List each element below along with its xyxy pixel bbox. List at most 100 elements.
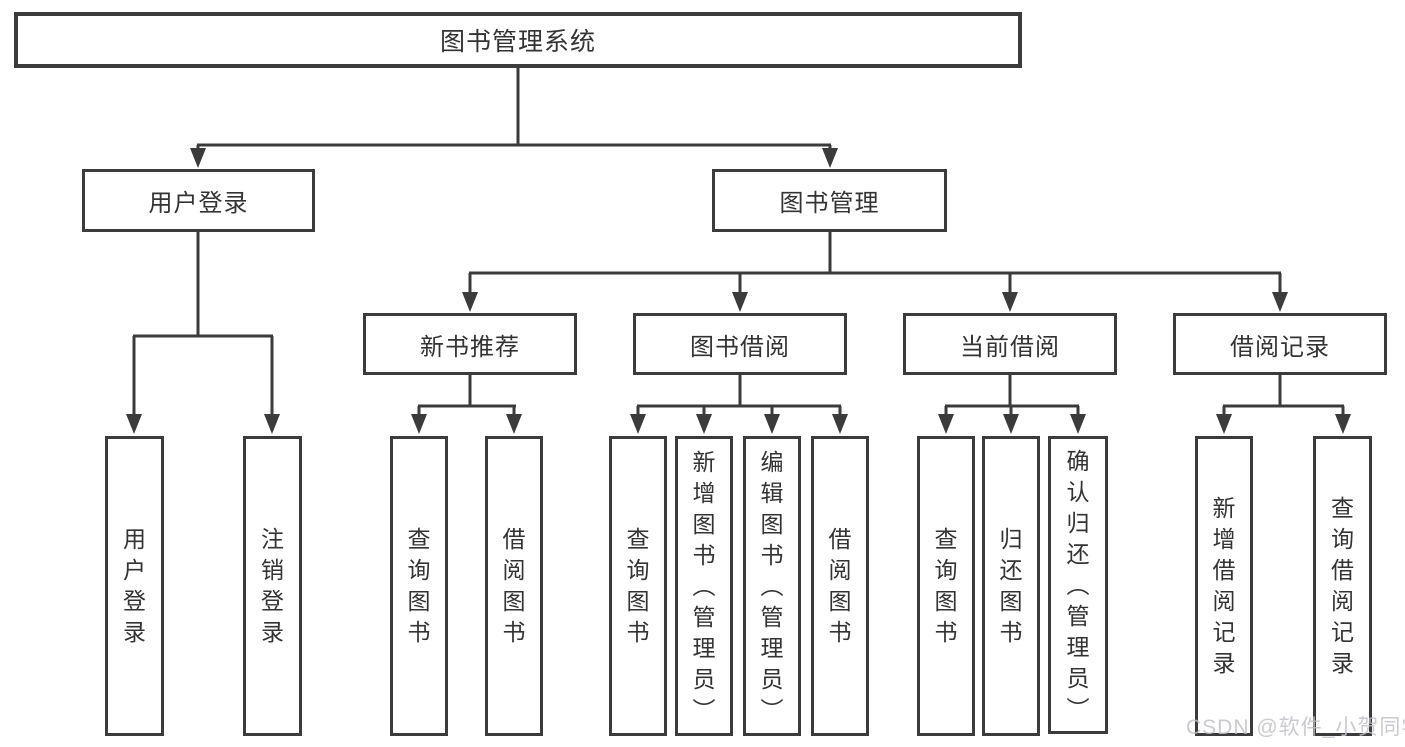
vertical-char: ︶ bbox=[1066, 695, 1090, 722]
leaf-add-borrow-record: 新增借阅记录 bbox=[1195, 436, 1253, 736]
leaf-query-borrow-record: 查询借阅记录 bbox=[1313, 436, 1372, 736]
vertical-char: 查 bbox=[626, 526, 650, 552]
vertical-char: 书 bbox=[760, 541, 784, 568]
node-label: 新增借阅记录 bbox=[1213, 493, 1236, 679]
vertical-char: 图 bbox=[626, 588, 650, 614]
node-label: 确认归还 ︵ 管理员 ︶ bbox=[1067, 446, 1090, 725]
leaf-borrow-books: 借阅图书 bbox=[811, 436, 869, 736]
vertical-char: 借 bbox=[1331, 557, 1354, 583]
leaf-user-login: 用户登录 bbox=[105, 436, 164, 736]
vertical-char: 书 bbox=[502, 619, 526, 645]
vertical-char: 记 bbox=[1331, 619, 1354, 645]
vertical-char: 借 bbox=[828, 526, 852, 552]
leaf-logout: 注销登录 bbox=[243, 436, 302, 736]
vertical-char: 还 bbox=[999, 557, 1023, 583]
vertical-char: 阅 bbox=[828, 557, 852, 583]
vertical-char: ︵ bbox=[1066, 571, 1090, 598]
vertical-char: 书 bbox=[934, 619, 958, 645]
node-library-management-system: 图书管理系统 bbox=[14, 12, 1022, 68]
node-label: 查询图书 bbox=[408, 524, 431, 648]
vertical-char: 理 bbox=[1066, 633, 1090, 660]
vertical-char: 图 bbox=[502, 588, 526, 614]
node-user-login: 用户登录 bbox=[82, 169, 315, 232]
vertical-char: 员 bbox=[692, 665, 716, 692]
vertical-char: 图 bbox=[828, 588, 852, 614]
node-new-book-recommendation: 新书推荐 bbox=[363, 313, 577, 375]
vertical-char: 员 bbox=[760, 665, 784, 692]
vertical-char: 注 bbox=[261, 526, 284, 552]
vertical-char: 录 bbox=[261, 619, 284, 645]
node-label: 查询借阅记录 bbox=[1331, 493, 1354, 679]
node-borrowing-records: 借阅记录 bbox=[1173, 313, 1387, 375]
vertical-char: 归 bbox=[1066, 509, 1090, 536]
vertical-char: 查 bbox=[1331, 495, 1354, 521]
node-label: 注销登录 bbox=[261, 524, 284, 648]
vertical-char: 借 bbox=[1212, 557, 1236, 583]
vertical-char: 阅 bbox=[1212, 588, 1236, 614]
node-label: 当前借阅 bbox=[960, 333, 1060, 361]
vertical-char: 书 bbox=[407, 619, 431, 645]
vertical-char: 询 bbox=[407, 557, 431, 583]
vertical-char: 录 bbox=[1331, 650, 1354, 676]
node-book-borrowing: 图书借阅 bbox=[633, 313, 847, 375]
node-label: 归还图书 bbox=[1000, 524, 1023, 648]
vertical-char: 确 bbox=[1066, 447, 1090, 474]
vertical-char: 登 bbox=[123, 588, 146, 614]
vertical-char: 增 bbox=[692, 479, 716, 506]
vertical-char: 员 bbox=[1066, 664, 1090, 691]
vertical-char: 归 bbox=[999, 526, 1023, 552]
node-label: 图书管理系统 bbox=[439, 28, 596, 56]
leaf-add-books-admin: 新增图书︵管理员︶ bbox=[675, 436, 733, 736]
vertical-char: 还 bbox=[1066, 540, 1090, 567]
leaf-edit-books-admin: 编辑图书︵管理员︶ bbox=[743, 436, 801, 736]
leaf-return-books: 归还图书 bbox=[982, 436, 1040, 736]
vertical-char: 登 bbox=[261, 588, 284, 614]
vertical-char: 录 bbox=[1212, 650, 1236, 676]
vertical-char: 记 bbox=[1212, 619, 1236, 645]
node-label: 查询图书 bbox=[627, 524, 650, 648]
vertical-char: 图 bbox=[999, 588, 1023, 614]
vertical-char: 图 bbox=[407, 588, 431, 614]
leaf-query-books-recommend: 查询图书 bbox=[390, 436, 448, 736]
vertical-char: ︶ bbox=[692, 696, 716, 723]
vertical-char: 书 bbox=[626, 619, 650, 645]
vertical-char: 管 bbox=[1066, 602, 1090, 629]
vertical-char: 录 bbox=[123, 619, 146, 645]
leaf-borrow-books-recommend: 借阅图书 bbox=[485, 436, 543, 736]
node-current-borrowing: 当前借阅 bbox=[903, 313, 1117, 375]
vertical-char: 阅 bbox=[1331, 588, 1354, 614]
vertical-char: 图 bbox=[934, 588, 958, 614]
node-label: 查询图书 bbox=[935, 524, 958, 648]
leaf-query-books: 查询图书 bbox=[609, 436, 667, 736]
vertical-char: 询 bbox=[1331, 526, 1354, 552]
node-book-management: 图书管理 bbox=[712, 169, 947, 232]
vertical-char: 管 bbox=[692, 603, 716, 630]
node-label: 借阅记录 bbox=[1230, 333, 1330, 361]
node-label: 图书借阅 bbox=[690, 333, 790, 361]
node-label: 图书管理 bbox=[779, 190, 880, 217]
node-label: 用户登录 bbox=[123, 524, 146, 648]
vertical-char: 用 bbox=[123, 526, 146, 552]
vertical-char: 查 bbox=[934, 526, 958, 552]
vertical-char: 户 bbox=[123, 557, 146, 583]
vertical-char: 销 bbox=[261, 557, 284, 583]
vertical-char: 认 bbox=[1066, 478, 1090, 505]
vertical-char: 增 bbox=[1212, 526, 1236, 552]
node-label: 借阅图书 bbox=[503, 524, 526, 648]
vertical-char: 书 bbox=[828, 619, 852, 645]
node-label: 用户登录 bbox=[148, 190, 249, 217]
vertical-char: 询 bbox=[626, 557, 650, 583]
vertical-char: 图 bbox=[760, 510, 784, 537]
vertical-char: ︶ bbox=[760, 696, 784, 723]
leaf-query-books-current: 查询图书 bbox=[917, 436, 975, 736]
vertical-char: 查 bbox=[407, 526, 431, 552]
vertical-char: 图 bbox=[692, 510, 716, 537]
vertical-char: 书 bbox=[999, 619, 1023, 645]
vertical-char: 询 bbox=[934, 557, 958, 583]
vertical-char: 阅 bbox=[502, 557, 526, 583]
vertical-char: 书 bbox=[692, 541, 716, 568]
vertical-char: 新 bbox=[1212, 495, 1236, 521]
leaf-confirm-return-admin: 确认归还 ︵ 管理员 ︶ bbox=[1048, 436, 1108, 734]
